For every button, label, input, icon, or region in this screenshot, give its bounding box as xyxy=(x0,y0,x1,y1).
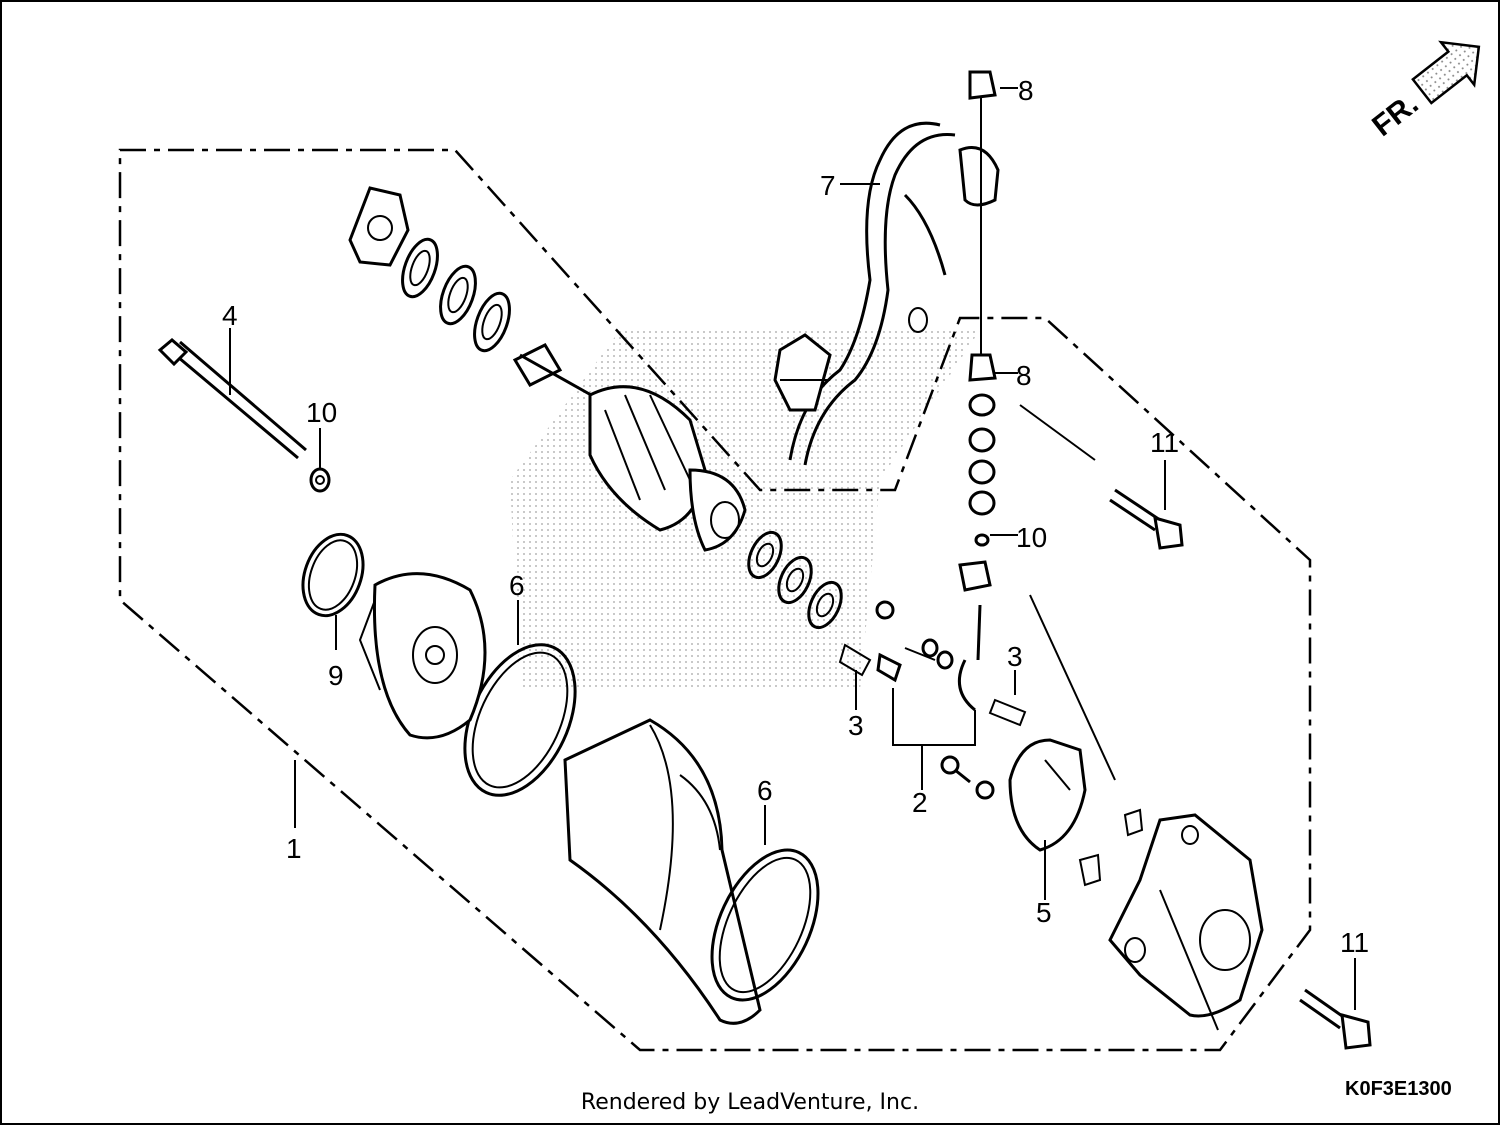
callout-7: 7 xyxy=(820,170,836,201)
rear-cover xyxy=(1108,813,1264,1018)
terminal-stack xyxy=(968,393,996,547)
brush-set-left xyxy=(838,600,954,683)
callout-6-upper: 6 xyxy=(509,570,525,601)
callout-8-top: 8 xyxy=(1018,75,1034,106)
callout-5: 5 xyxy=(1036,897,1052,928)
through-bolt xyxy=(157,338,307,460)
callout-9: 9 xyxy=(328,660,344,691)
nut-top xyxy=(968,70,997,100)
lock-plate xyxy=(348,186,410,267)
starter-yoke xyxy=(563,718,762,1025)
bolt-lower xyxy=(1299,988,1372,1050)
callout-11-lower: 11 xyxy=(1340,927,1369,958)
render-credit: Rendered by LeadVenture, Inc. xyxy=(580,1090,920,1115)
callout-11-upper: 11 xyxy=(1150,427,1179,458)
washer-stack-upper xyxy=(401,237,511,353)
diagram-code: K0F3E1300 xyxy=(1345,1078,1452,1100)
front-direction-label: FR. xyxy=(1366,87,1424,143)
terminal-bolt xyxy=(957,560,992,712)
washer-stack-lower xyxy=(747,530,843,630)
starter-cable xyxy=(773,121,1000,466)
brush-holder xyxy=(1008,738,1087,852)
o-ring-lower xyxy=(710,848,820,1002)
front-direction-arrow: FR. xyxy=(1366,40,1481,143)
callout-1: 1 xyxy=(286,833,302,864)
callout-6-lower: 6 xyxy=(757,775,773,806)
screw-lower xyxy=(940,755,995,800)
armature xyxy=(512,343,747,552)
bolt-upper xyxy=(1109,488,1184,550)
rear-clip xyxy=(1078,808,1144,887)
brush-spring-right xyxy=(988,698,1027,727)
callout-3-left: 3 xyxy=(848,710,864,741)
leader-lines xyxy=(229,87,1356,1031)
o-ring-small xyxy=(301,532,365,618)
callout-4: 4 xyxy=(222,300,238,331)
callout-labels: 1 2 3 3 4 5 6 6 7 8 8 9 10 10 11 11 xyxy=(222,75,1369,958)
front-cover xyxy=(358,572,487,740)
callout-8-middle: 8 xyxy=(1016,360,1032,391)
washer-small-left xyxy=(309,467,331,493)
nut-middle xyxy=(968,353,997,382)
callout-10-left: 10 xyxy=(306,397,337,428)
callout-10-right: 10 xyxy=(1016,522,1047,553)
callout-2: 2 xyxy=(912,787,928,818)
callout-3-right: 3 xyxy=(1007,641,1023,672)
